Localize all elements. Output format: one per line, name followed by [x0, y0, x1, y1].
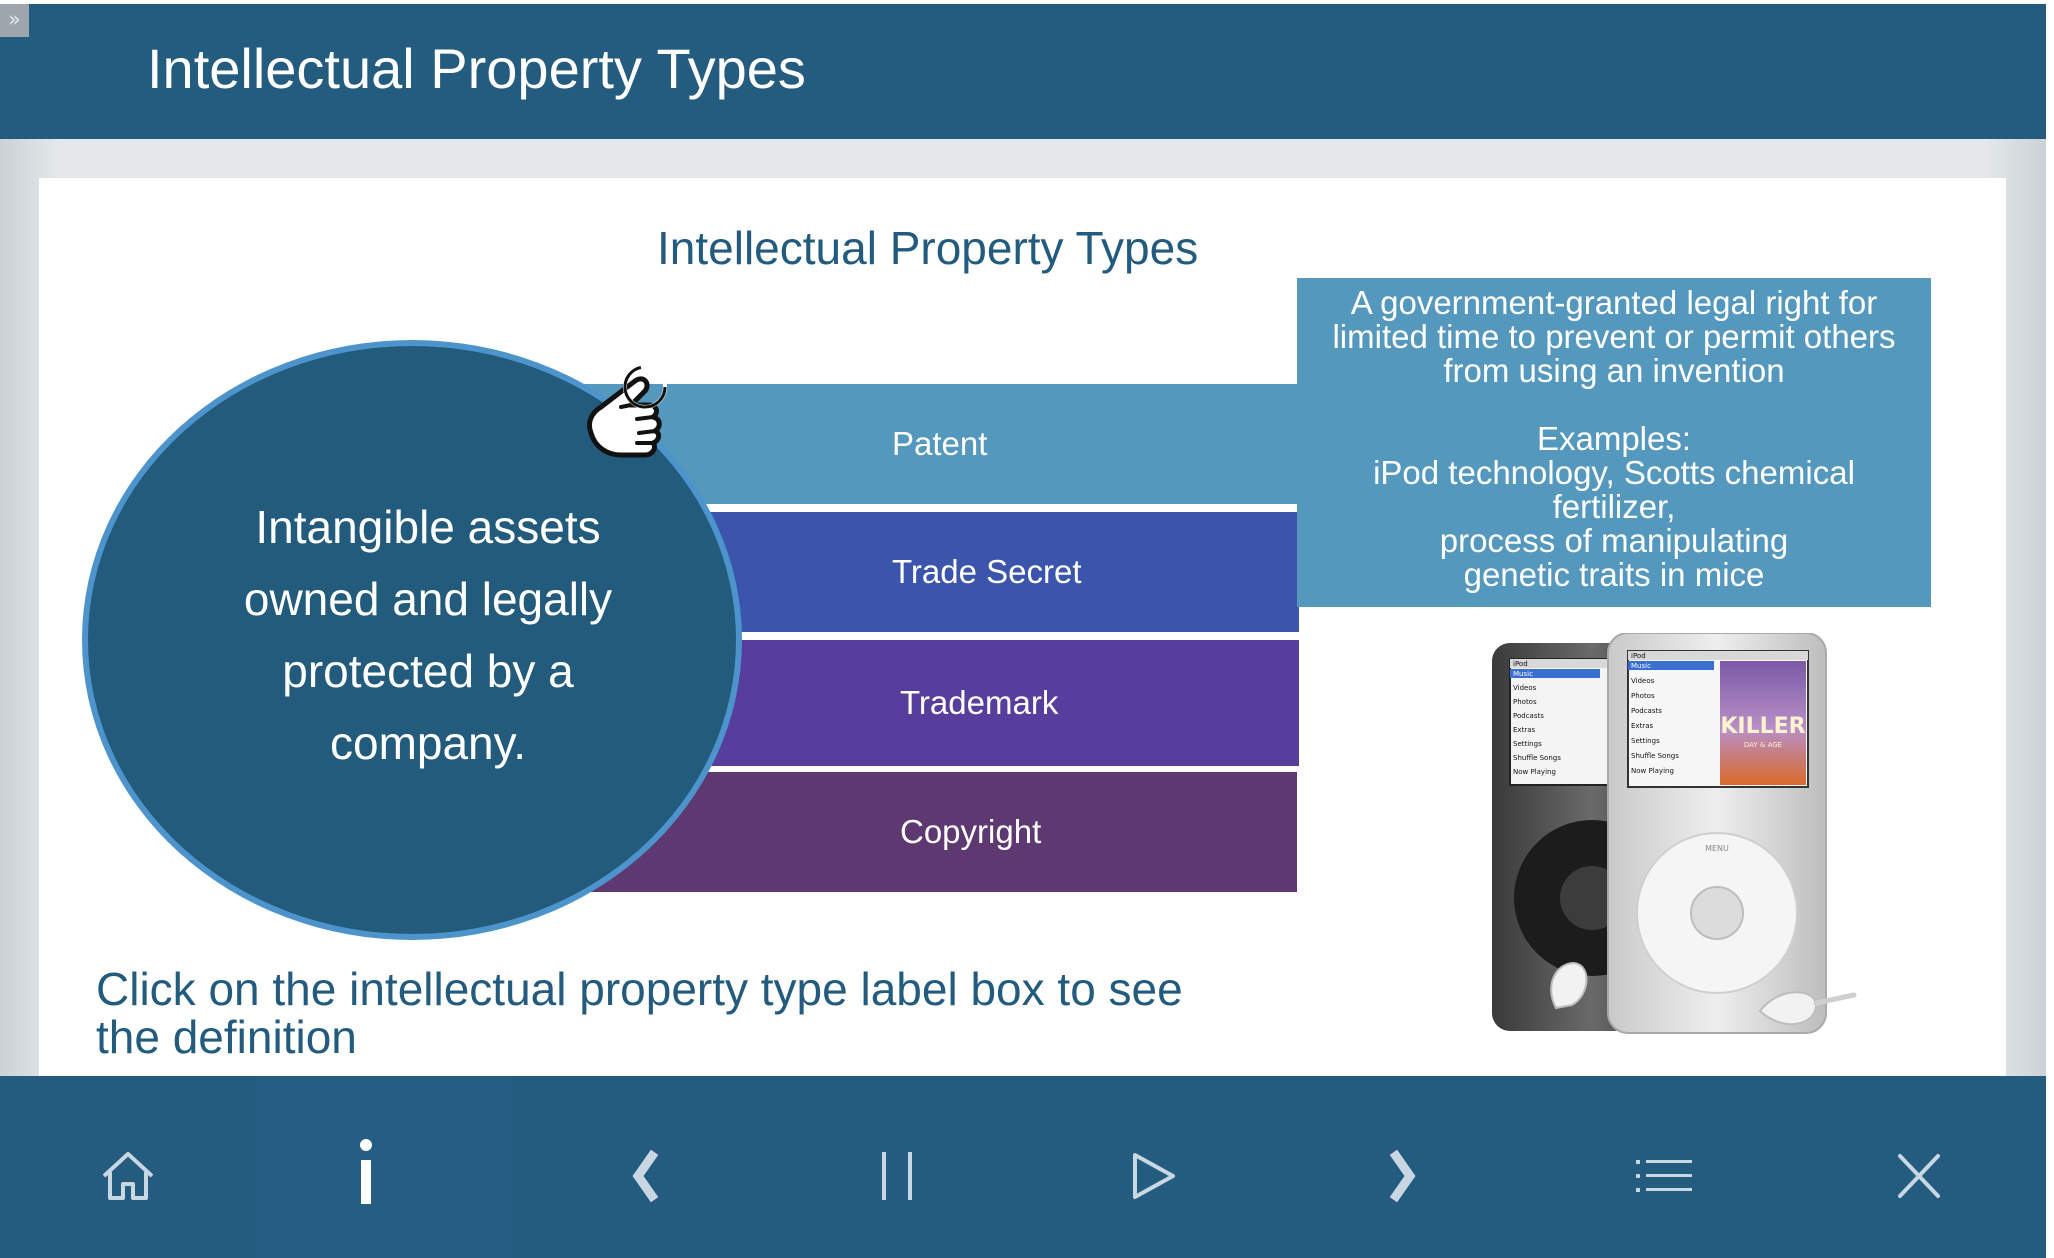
ipod-menu-item: Extras [1513, 726, 1535, 734]
ipod-menu-item: Shuffle Songs [1631, 752, 1679, 760]
window-edge [2046, 0, 2054, 1258]
trademark-label: Trademark [900, 684, 1059, 721]
instruction-text: Click on the intellectual property type … [96, 963, 1183, 1063]
ipod-menu-item: Shuffle Songs [1513, 754, 1561, 762]
info-icon [360, 1139, 372, 1204]
examples-heading: Examples: [1536, 420, 1692, 457]
pointing-hand-icon [586, 365, 667, 458]
chevron-left-icon [632, 1149, 659, 1203]
slide-title: Intellectual Property Types [657, 222, 1199, 274]
ipod-menu-item: Videos [1513, 684, 1537, 692]
double-chevron-right-icon[interactable]: » [0, 4, 29, 37]
ipod-menu-item: Podcasts [1631, 707, 1662, 715]
ipod-screen-header: iPod [1631, 652, 1646, 660]
ipod-menu-item: Podcasts [1513, 712, 1544, 720]
ipod-image: iPod Music Videos Photos Podcasts Extras… [1492, 633, 1857, 1034]
album-subtitle: DAY & AGE [1744, 741, 1782, 749]
examples-line: iPod technology, Scotts chemical [1373, 454, 1855, 491]
definition-line: from using an invention [1443, 352, 1785, 389]
pause-icon [882, 1152, 912, 1200]
info-button[interactable] [256, 1076, 512, 1258]
title-bar: Intellectual Property Types [0, 0, 2046, 139]
close-icon [1898, 1154, 1940, 1198]
definition-circle: Intangible assets owned and legally prot… [82, 340, 742, 940]
ipod-menu-item: Photos [1513, 698, 1537, 706]
ipod-menu-item: Photos [1631, 692, 1655, 700]
play-icon [1133, 1153, 1175, 1199]
menu-button[interactable] [1536, 1076, 1792, 1258]
ipod-menu-item: Music [1631, 662, 1651, 670]
definition-box: A government-granted legal right for lim… [1297, 278, 1931, 607]
definition-line: limited time to prevent or permit others [1332, 318, 1896, 355]
copyright-label: Copyright [900, 813, 1042, 850]
definition-line: A government-granted legal right for [1350, 284, 1878, 321]
examples-line: genetic traits in mice [1463, 556, 1765, 593]
examples-line: process of manipulating [1439, 522, 1789, 559]
list-icon [1636, 1160, 1692, 1192]
next-button[interactable] [1280, 1076, 1536, 1258]
ipod-menu-item: Settings [1631, 737, 1660, 745]
ipod-menu-item: Extras [1631, 722, 1653, 730]
ipod-menu-item: Music [1513, 670, 1533, 678]
ipod-menu-item: Now Playing [1513, 768, 1556, 776]
home-icon [102, 1152, 154, 1200]
wheel-menu-label: MENU [1705, 844, 1729, 853]
ipod-screen-header: iPod [1513, 660, 1528, 668]
close-button[interactable] [1792, 1076, 2048, 1258]
circle-text: Intangible assets owned and legally prot… [243, 501, 613, 769]
album-title: KILLER [1720, 714, 1805, 739]
examples-line: fertilizer, [1552, 488, 1676, 525]
play-button[interactable] [1024, 1076, 1280, 1258]
trade-secret-label: Trade Secret [892, 553, 1082, 590]
ipod-menu-item: Videos [1631, 677, 1655, 685]
pause-button[interactable] [768, 1076, 1024, 1258]
patent-label-box[interactable]: Patent [579, 384, 1299, 504]
chevron-right-icon [1389, 1149, 1416, 1203]
slide-content: Intellectual Property Types Patent Trade… [39, 178, 2006, 1076]
ipod-menu-item: Now Playing [1631, 767, 1674, 775]
navigation-bar [0, 1076, 2046, 1258]
home-button[interactable] [0, 1076, 256, 1258]
page-title: Intellectual Property Types [147, 37, 806, 100]
copyright-label-box[interactable]: Copyright [579, 772, 1297, 892]
patent-label: Patent [892, 425, 988, 462]
ipod-menu-item: Settings [1513, 740, 1542, 748]
previous-button[interactable] [512, 1076, 768, 1258]
